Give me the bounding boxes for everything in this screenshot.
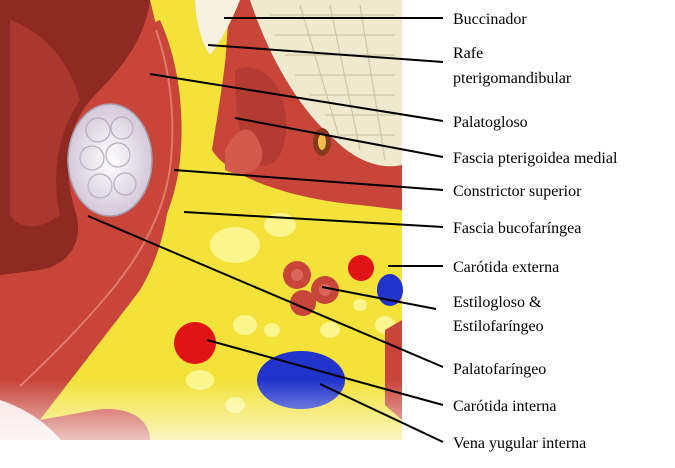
palatoglossus [139, 71, 157, 85]
fat-globule [264, 323, 280, 337]
fat-globule [320, 322, 340, 338]
label-carotida-interna: Carótida interna [453, 398, 557, 415]
alveolar-canal-inner [318, 134, 326, 150]
label-estilo-line1: Estilogloso & [453, 294, 542, 311]
label-buccinador: Buccinador [453, 11, 527, 28]
fat-globule [233, 315, 257, 335]
label-palatogloso: Palatogloso [453, 114, 528, 131]
label-fascia-pterigoidea: Fascia pterigoidea medial [453, 150, 618, 167]
label-carotida-externa: Carótida externa [453, 259, 559, 276]
label-constrictor: Constrictor superior [453, 183, 582, 200]
external-carotid [348, 255, 374, 281]
internal-carotid [174, 322, 216, 364]
cross-section-illustration [0, 0, 403, 468]
fat-globule [353, 299, 367, 311]
label-rafe-line2: pterigomandibular [453, 70, 572, 87]
fat-globule [210, 227, 260, 263]
labels: Buccinador Rafe pterigomandibular Palato… [453, 11, 618, 452]
label-rafe-line1: Rafe [453, 45, 483, 62]
label-vena-yugular: Vena yugular interna [453, 435, 586, 452]
label-estilo-line2: Estilofaríngeo [453, 318, 544, 335]
label-fascia-buco: Fascia bucofaríngea [453, 220, 581, 237]
label-palatofaringeo: Palatofaríngeo [453, 361, 546, 378]
